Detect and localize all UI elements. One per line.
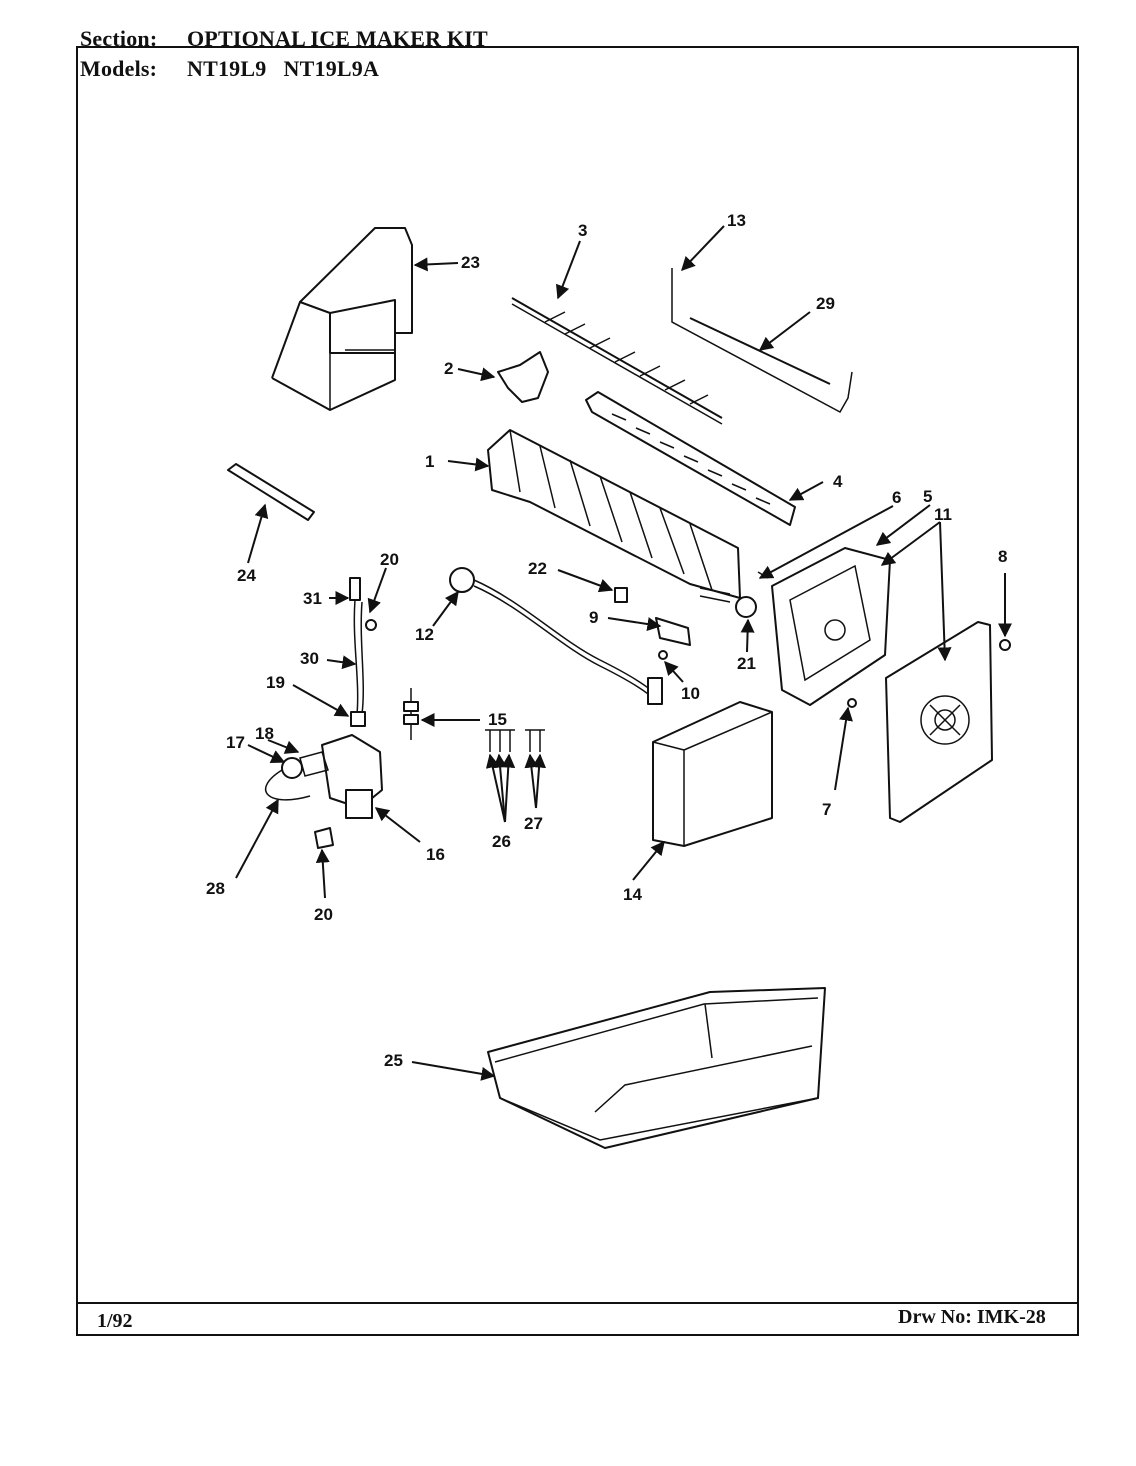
part-24-fill-tube (227, 463, 315, 521)
callout-20-upper: 20 (380, 550, 399, 569)
callout-24: 24 (237, 566, 256, 585)
callout-28: 28 (206, 879, 225, 898)
part-14-box (652, 701, 773, 847)
part-10-screw (658, 650, 668, 660)
callout-31: 31 (303, 589, 322, 608)
drawing-frame (76, 46, 1079, 1336)
callout-3: 3 (578, 221, 587, 240)
part-7-screw (847, 698, 857, 708)
part-30-inlet-tube (349, 577, 377, 727)
callout-29: 29 (816, 294, 835, 313)
part-25-ice-bin (487, 987, 826, 1149)
callout-11: 11 (934, 505, 952, 524)
models-label: Models: (80, 56, 158, 81)
callout-5: 5 (923, 487, 932, 506)
callout-7: 7 (822, 800, 831, 819)
callout-25: 25 (384, 1051, 403, 1070)
part-4-stripper (585, 391, 796, 526)
callout-8: 8 (998, 547, 1007, 566)
callout-14: 14 (623, 885, 642, 904)
callout-1: 1 (425, 452, 434, 471)
part-16-water-valve (264, 734, 383, 849)
leader-lines (235, 225, 1012, 1081)
callout-2: 2 (444, 359, 453, 378)
part-26-27-screws (485, 729, 545, 752)
callout-13: 13 (727, 211, 746, 230)
callout-9: 9 (589, 608, 598, 627)
part-11-motor (885, 621, 993, 823)
callout-18: 18 (255, 724, 274, 743)
part-15-fittings (403, 688, 419, 740)
footer-divider (76, 1302, 1079, 1304)
models-list: NT19L9 NT19L9A (187, 56, 380, 81)
callout-20-lower: 20 (314, 905, 333, 924)
drawing-date: 1/92 (97, 1310, 133, 1332)
callout-16: 16 (426, 845, 445, 864)
callout-23: 23 (461, 253, 480, 272)
callout-4: 4 (833, 472, 843, 491)
callout-12: 12 (415, 625, 434, 644)
callout-21: 21 (737, 654, 756, 673)
part-22-clip (614, 587, 628, 603)
callout-10: 10 (681, 684, 700, 703)
part-5-6-housing (771, 547, 891, 706)
part-8-screw (999, 639, 1011, 651)
part-12-wiring-harness (449, 567, 663, 705)
callout-labels: 1 2 3 4 5 6 7 8 9 10 11 12 13 14 15 16 1… (206, 211, 1007, 1070)
callout-30: 30 (300, 649, 319, 668)
callout-26: 26 (492, 832, 511, 851)
part-2-bracket (497, 351, 549, 403)
callout-6: 6 (892, 488, 901, 507)
callout-22: 22 (528, 559, 547, 578)
part-13-29-shutoff-arm (671, 268, 853, 414)
callout-19: 19 (266, 673, 285, 692)
callout-15: 15 (488, 710, 507, 729)
callout-17: 17 (226, 733, 245, 752)
part-3-ejector (511, 297, 723, 425)
part-23-cover (271, 227, 413, 411)
callout-27: 27 (524, 814, 543, 833)
drawing-number: Drw No: IMK-28 (898, 1306, 1046, 1328)
part-9-plate (655, 617, 691, 646)
